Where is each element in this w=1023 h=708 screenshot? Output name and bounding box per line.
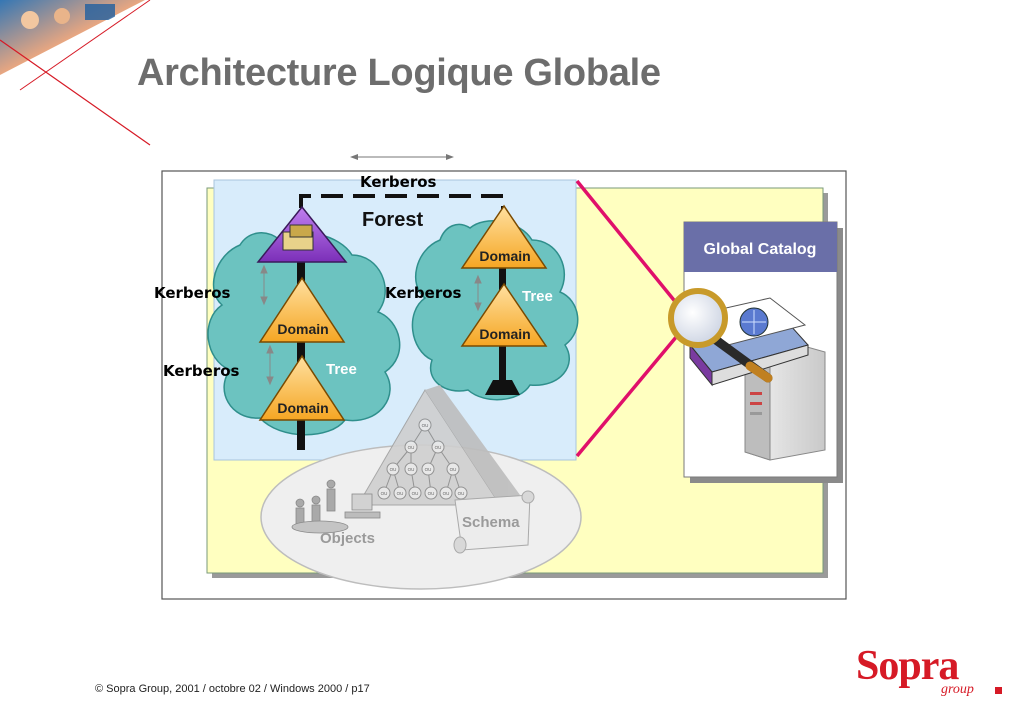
domain-label: Domain	[277, 321, 328, 337]
ou-node-label: OU	[443, 491, 450, 496]
objects-label: Objects	[320, 530, 375, 547]
forest-trust-line	[299, 194, 505, 215]
kerberos-label-top: Kerberos	[360, 173, 437, 191]
catalog-connectors	[575, 179, 684, 458]
page-title: Architecture Logique Globale	[137, 52, 661, 94]
ou-node-label: OU	[458, 491, 465, 496]
ou-node-label: OU	[381, 491, 388, 496]
domain-triangle-right-2: Domain	[460, 282, 548, 347]
corner-photo-banner	[0, 0, 151, 146]
logo-wordmark: Sopra	[856, 643, 959, 689]
domain-label: Domain	[479, 248, 530, 264]
ou-node-label: OU	[397, 491, 404, 496]
footer-copyright: © Sopra Group, 2001 / octobre 02 / Windo…	[95, 683, 370, 695]
kerberos-label-left-1: Kerberos	[154, 284, 231, 302]
ou-node-label: OU	[408, 467, 415, 472]
ou-node-label: OU	[425, 467, 432, 472]
kerberos-top-arrow	[350, 154, 454, 160]
catalog-book-icon	[689, 297, 809, 387]
magnifier-icon	[668, 288, 773, 383]
domain-triangle-left-2: Domain	[258, 354, 346, 421]
domain-label: Domain	[277, 400, 328, 416]
logo-subtitle: group	[941, 682, 974, 697]
trust-arrow-right-1	[474, 274, 482, 312]
domain-triangle-left-1: Domain	[258, 276, 346, 343]
logo-dot	[995, 687, 1002, 694]
global-catalog-label: Global Catalog	[704, 241, 817, 258]
trust-arrow-left-1	[260, 264, 268, 306]
ou-node-label: OU	[412, 491, 419, 496]
domain-label: Domain	[479, 326, 530, 342]
ou-node-label: OU	[435, 445, 442, 450]
schema-label: Schema	[462, 514, 520, 531]
ou-node-label: OU	[408, 445, 415, 450]
ou-node-label: OU	[450, 467, 457, 472]
root-domain-triangle	[256, 205, 348, 263]
kerberos-label-left-2: Kerberos	[163, 362, 240, 380]
tree-label-left: Tree	[326, 361, 357, 378]
domain-triangle-right-1: Domain	[460, 204, 548, 269]
objects-icons	[291, 479, 381, 534]
forest-label: Forest	[362, 209, 423, 231]
trust-arrow-left-2	[266, 344, 274, 386]
ou-node-label: OU	[428, 491, 435, 496]
tree-label-right: Tree	[522, 288, 553, 305]
ou-node-label: OU	[390, 467, 397, 472]
ou-node-label: OU	[422, 423, 429, 428]
ou-hierarchy: OU OU OU OU OU OU OU OU OU OU OU OU OU	[357, 385, 520, 506]
kerberos-label-right: Kerberos	[385, 284, 462, 302]
schema-scroll	[453, 490, 535, 554]
sopra-logo: Sopra group	[856, 643, 1006, 698]
